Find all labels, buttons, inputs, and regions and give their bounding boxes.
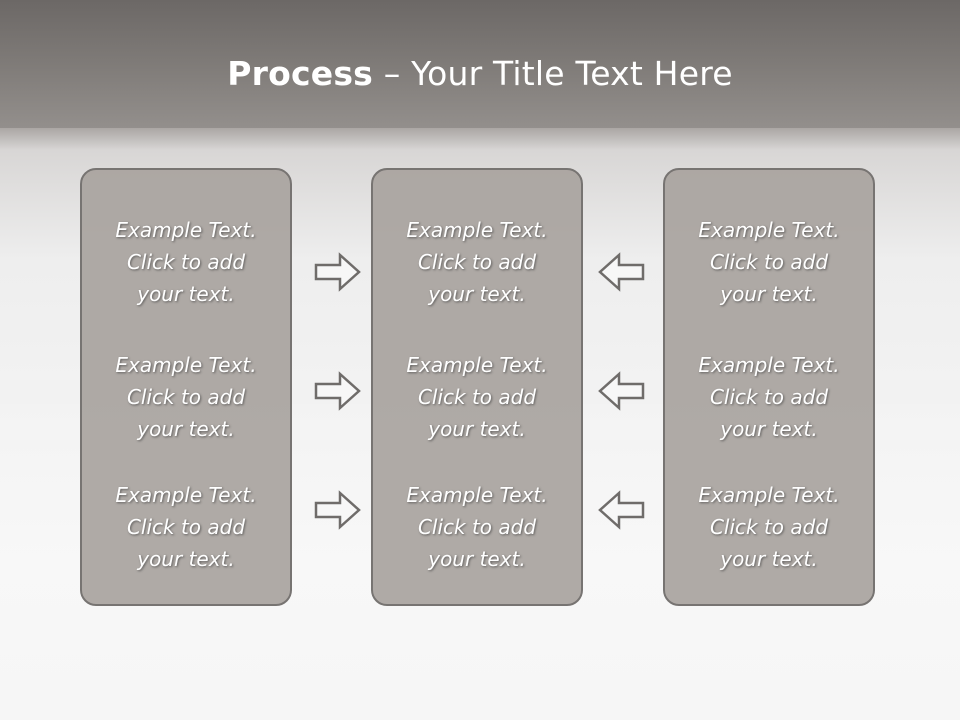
arrow-right-icon[interactable] [314, 252, 362, 292]
title-bar [0, 0, 960, 128]
text-line: Click to add [126, 250, 246, 274]
text-line: Click to add [417, 385, 537, 409]
text-line: your text. [720, 547, 818, 571]
title-rest: – Your Title Text Here [373, 54, 733, 93]
text-line: Example Text. [406, 218, 548, 242]
text-placeholder[interactable]: Example Text. Click to add your text. [82, 214, 290, 310]
text-line: your text. [720, 417, 818, 441]
process-column-center[interactable]: Example Text. Click to add your text. Ex… [371, 168, 583, 606]
text-line: Click to add [709, 250, 829, 274]
text-line: Example Text. [406, 353, 548, 377]
process-column-left[interactable]: Example Text. Click to add your text. Ex… [80, 168, 292, 606]
text-placeholder[interactable]: Example Text. Click to add your text. [665, 349, 873, 445]
text-line: Click to add [709, 515, 829, 539]
text-line: Click to add [126, 385, 246, 409]
arrow-right-icon[interactable] [314, 371, 362, 411]
text-placeholder[interactable]: Example Text. Click to add your text. [373, 349, 581, 445]
text-line: Example Text. [698, 218, 840, 242]
text-placeholder[interactable]: Example Text. Click to add your text. [82, 479, 290, 575]
text-line: your text. [137, 282, 235, 306]
text-placeholder[interactable]: Example Text. Click to add your text. [373, 479, 581, 575]
text-line: Example Text. [115, 218, 257, 242]
text-placeholder[interactable]: Example Text. Click to add your text. [665, 479, 873, 575]
text-placeholder[interactable]: Example Text. Click to add your text. [665, 214, 873, 310]
text-line: your text. [137, 417, 235, 441]
text-line: Click to add [417, 250, 537, 274]
arrow-right-icon[interactable] [314, 490, 362, 530]
text-line: Click to add [709, 385, 829, 409]
text-line: your text. [720, 282, 818, 306]
arrow-left-icon[interactable] [597, 252, 645, 292]
text-placeholder[interactable]: Example Text. Click to add your text. [373, 214, 581, 310]
text-line: Click to add [126, 515, 246, 539]
text-placeholder[interactable]: Example Text. Click to add your text. [82, 349, 290, 445]
text-line: your text. [428, 417, 526, 441]
slide-title[interactable]: Process – Your Title Text Here [0, 52, 960, 96]
text-line: Example Text. [406, 483, 548, 507]
text-line: Example Text. [698, 353, 840, 377]
text-line: your text. [137, 547, 235, 571]
text-line: Example Text. [698, 483, 840, 507]
process-column-right[interactable]: Example Text. Click to add your text. Ex… [663, 168, 875, 606]
title-bold: Process [227, 54, 374, 93]
text-line: your text. [428, 547, 526, 571]
text-line: Example Text. [115, 353, 257, 377]
text-line: your text. [428, 282, 526, 306]
arrow-left-icon[interactable] [597, 371, 645, 411]
text-line: Example Text. [115, 483, 257, 507]
arrow-left-icon[interactable] [597, 490, 645, 530]
text-line: Click to add [417, 515, 537, 539]
